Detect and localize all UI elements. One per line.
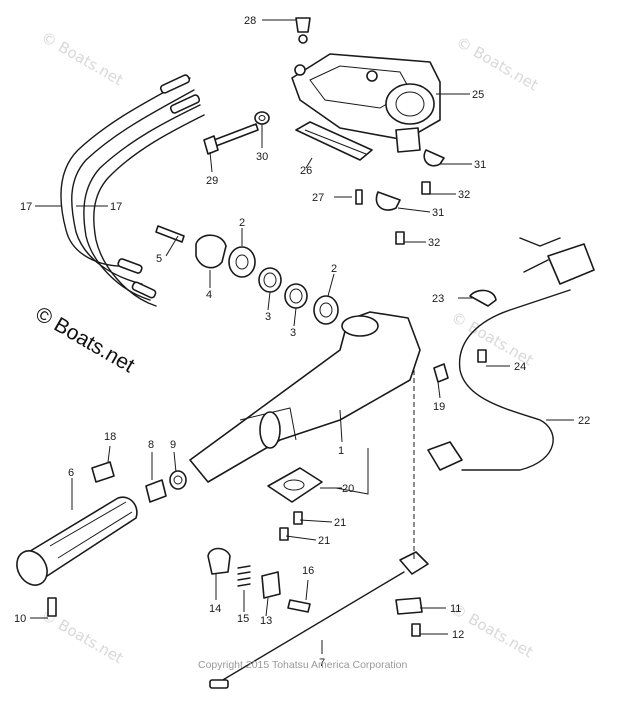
callouts: 28 25 30 29 26 31 32 27 31 32 17 17 5 2 … — [14, 15, 590, 669]
part-28-clip — [295, 17, 311, 44]
callout-2-lower: 2 — [331, 263, 337, 275]
callout-3-left: 3 — [265, 311, 271, 323]
watermarks: © Boats.net © Boats.net © Boats.net © Bo… — [32, 28, 542, 667]
callout-14: 14 — [209, 603, 221, 615]
callout-32-lower: 32 — [428, 237, 440, 249]
part-1-tiller-arm — [189, 311, 421, 483]
callout-7: 7 — [319, 657, 325, 669]
callout-11: 11 — [450, 603, 461, 615]
part-16-bolt — [287, 599, 311, 613]
callout-32-upper: 32 — [458, 189, 470, 201]
callout-29: 29 — [206, 175, 218, 187]
part-13-holder — [261, 571, 281, 599]
part-21-screws — [279, 511, 303, 541]
callout-25: 25 — [472, 89, 484, 101]
callout-9: 9 — [170, 439, 176, 451]
part-26-plate — [295, 121, 373, 161]
part-7-stop-switch — [209, 551, 429, 689]
part-4-plate — [195, 234, 227, 269]
callout-21-lower: 21 — [318, 535, 330, 547]
part-32-screws — [395, 181, 431, 245]
callout-24: 24 — [514, 361, 526, 373]
callout-10: 10 — [14, 613, 26, 625]
callout-18: 18 — [104, 431, 116, 443]
copyright-text: Copyright 2015 Tohatsu America Corporati… — [198, 659, 408, 671]
part-2-collar-upper — [228, 246, 256, 278]
callout-17-left: 17 — [20, 201, 32, 213]
callout-8: 8 — [148, 439, 154, 451]
part-24-screw — [477, 349, 487, 363]
watermark-top-left: © Boats.net — [38, 28, 126, 89]
part-25-bracket — [291, 53, 441, 153]
part-14-knob — [207, 547, 231, 575]
callout-31-upper: 31 — [474, 159, 486, 171]
part-29-bolt — [203, 123, 259, 155]
callout-6: 6 — [68, 467, 74, 479]
callout-21-upper: 21 — [334, 517, 346, 529]
part-3-rings — [258, 267, 308, 309]
callout-20: 20 — [342, 483, 354, 495]
part-10-screw — [47, 597, 57, 617]
callout-26: 26 — [300, 165, 312, 177]
part-22-harness — [427, 237, 595, 471]
callout-31-lower: 31 — [432, 207, 444, 219]
callout-12: 12 — [452, 629, 464, 641]
part-8-pin — [145, 479, 167, 503]
part-15-spring — [237, 565, 251, 587]
part-11-clip — [395, 597, 423, 615]
callout-16: 16 — [302, 565, 314, 577]
callout-23: 23 — [432, 293, 444, 305]
callout-15: 15 — [237, 613, 249, 625]
part-12-screw — [411, 623, 421, 637]
watermark-main: © Boats.net — [32, 302, 139, 377]
watermark-top-right: © Boats.net — [453, 33, 541, 94]
callout-27: 27 — [312, 192, 324, 204]
part-19-switch — [433, 363, 449, 383]
part-2-collar-lower — [313, 295, 339, 325]
part-9-nut — [169, 470, 187, 490]
callout-30: 30 — [256, 151, 268, 163]
callout-17-right: 17 — [110, 201, 122, 213]
part-31-clamps — [375, 149, 445, 211]
part-27-screw — [355, 189, 363, 205]
part-18-decal — [91, 461, 115, 483]
callout-3-right: 3 — [290, 327, 296, 339]
callout-2-upper: 2 — [239, 217, 245, 229]
callout-13: 13 — [260, 615, 272, 627]
part-20-bracket — [267, 467, 323, 503]
callout-1: 1 — [338, 445, 344, 457]
leader-lines — [30, 19, 574, 654]
part-30-washer — [254, 111, 270, 125]
callout-4: 4 — [206, 289, 212, 301]
part-20-lead — [335, 448, 369, 495]
part-17-cables — [60, 74, 205, 307]
callout-28: 28 — [244, 15, 256, 27]
part-23-clamp — [469, 289, 497, 307]
callout-5: 5 — [156, 253, 162, 265]
part-6-grip — [16, 496, 138, 586]
callout-22: 22 — [578, 415, 590, 427]
callout-19: 19 — [433, 401, 445, 413]
part-5-bolt — [155, 225, 185, 243]
